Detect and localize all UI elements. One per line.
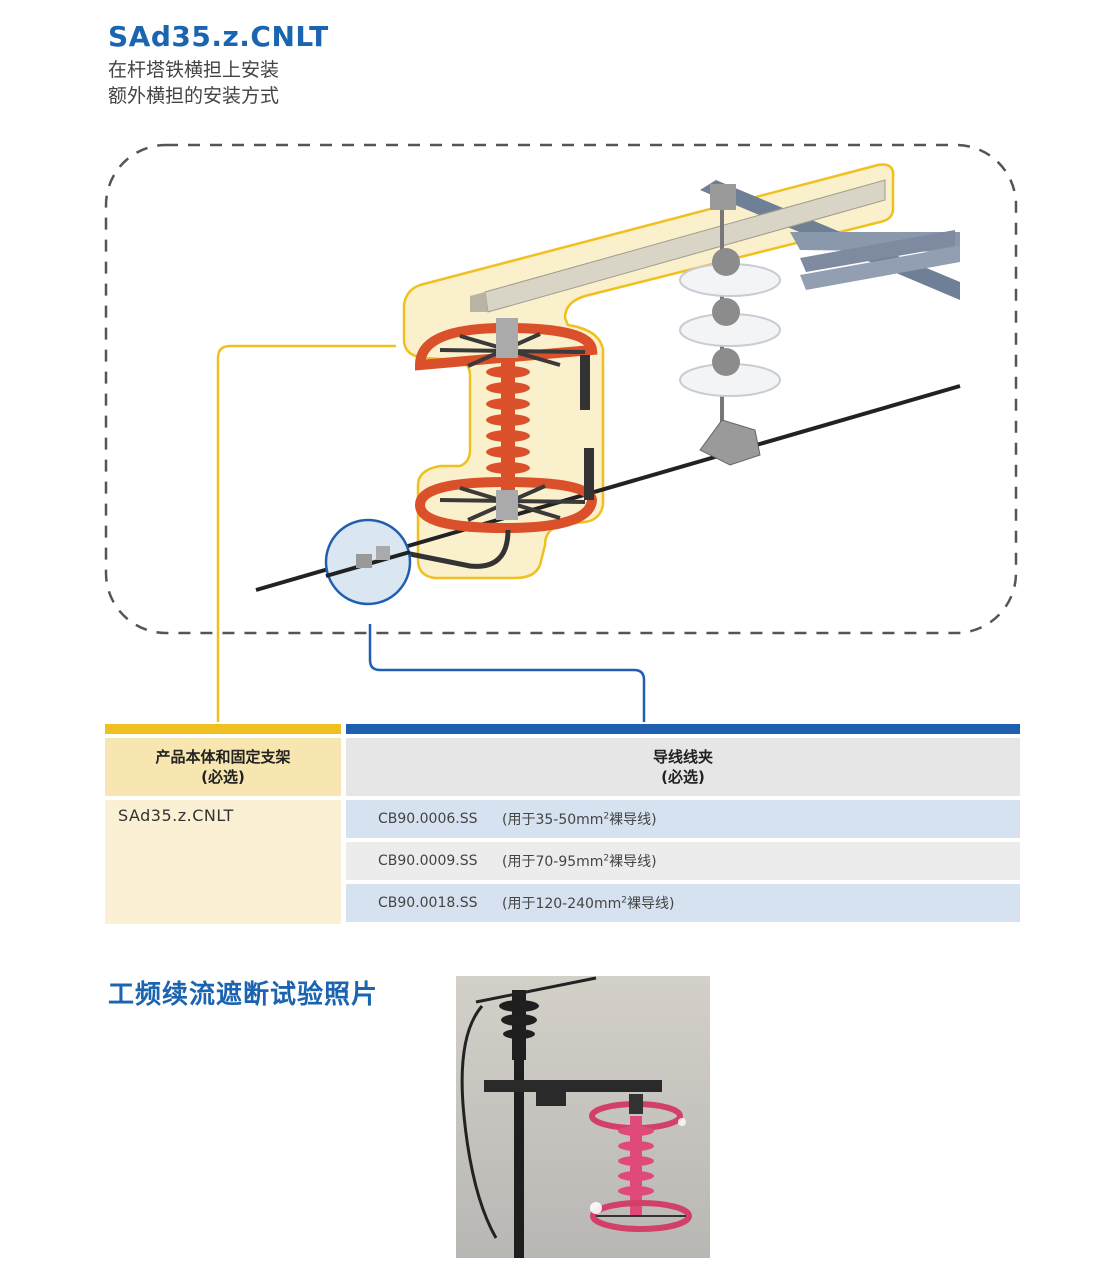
table-bar-blue bbox=[346, 724, 1020, 734]
section-title: 工频续流遮断试验照片 bbox=[108, 980, 379, 1010]
table-row: CB90.0018.SS (用于120-240mm2裸导线) bbox=[346, 884, 1020, 922]
clamp-note: (用于120-240mm2裸导线) bbox=[502, 895, 675, 912]
dashed-frame bbox=[104, 143, 1018, 635]
steel-crossarm bbox=[700, 180, 960, 300]
header-clamp-line1: 导线线夹 bbox=[652, 748, 713, 766]
header-conductor-clamp: 导线线夹 (必选) bbox=[346, 738, 1020, 796]
clamp-note: (用于70-95mm2裸导线) bbox=[502, 853, 657, 870]
header-product-body: 产品本体和固定支架 (必选) bbox=[105, 738, 341, 796]
arrester-assembly bbox=[399, 318, 598, 569]
leader-yellow bbox=[216, 344, 396, 722]
clamp-code: CB90.0006.SS bbox=[378, 811, 478, 827]
product-model: SAd35.z.CNLT bbox=[118, 806, 234, 825]
table-row: CB90.0006.SS (用于35-50mm2裸导线) bbox=[346, 800, 1020, 838]
extra-crossarm bbox=[470, 179, 886, 313]
header-clamp-line2: (必选) bbox=[661, 768, 705, 786]
clamp-code: CB90.0009.SS bbox=[378, 853, 478, 869]
clamp-code: CB90.0018.SS bbox=[378, 895, 478, 911]
product-cell bbox=[105, 800, 341, 924]
page-title: SAd35.z.CNLT bbox=[108, 20, 329, 53]
conductor-clamp bbox=[325, 546, 411, 578]
subtitle-line-1: 在杆塔铁横担上安装 bbox=[108, 59, 280, 81]
table-bar-yellow bbox=[105, 724, 341, 734]
installation-diagram bbox=[104, 143, 1018, 722]
header-product-line2: (必选) bbox=[201, 768, 245, 786]
suspension-insulator-string bbox=[679, 210, 781, 466]
subtitle-line-2: 额外横担的安装方式 bbox=[108, 85, 280, 107]
table-row: CB90.0009.SS (用于70-95mm2裸导线) bbox=[346, 842, 1020, 880]
leader-blue bbox=[368, 624, 646, 722]
clamp-note: (用于35-50mm2裸导线) bbox=[502, 811, 657, 828]
test-photo bbox=[456, 976, 710, 1258]
header-product-line1: 产品本体和固定支架 bbox=[155, 748, 291, 766]
